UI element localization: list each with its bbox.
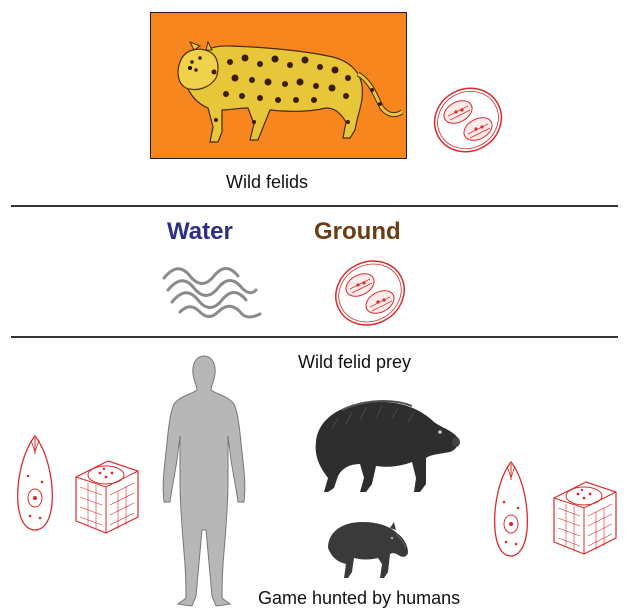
oocyst-icon-top xyxy=(428,82,508,158)
water-waves-icon xyxy=(160,262,264,322)
divider-bottom xyxy=(11,336,618,338)
tapir-image xyxy=(320,512,412,584)
divider-top xyxy=(11,205,618,207)
wild-felids-caption: Wild felids xyxy=(226,172,346,193)
tissue-cyst-icon-left xyxy=(68,455,142,537)
tachyzoite-icon-left xyxy=(10,432,60,534)
game-hunted-caption: Game hunted by humans xyxy=(258,588,478,609)
jaguar-image xyxy=(150,12,407,159)
ground-label: Ground xyxy=(314,218,401,246)
tachyzoite-icon-right xyxy=(487,458,535,560)
human-silhouette xyxy=(156,352,252,610)
tissue-cyst-icon-right xyxy=(546,476,620,558)
water-label: Water xyxy=(167,218,233,246)
oocyst-icon-ground xyxy=(328,255,412,331)
wild-felid-prey-caption: Wild felid prey xyxy=(298,352,458,373)
peccary-image xyxy=(302,388,462,498)
